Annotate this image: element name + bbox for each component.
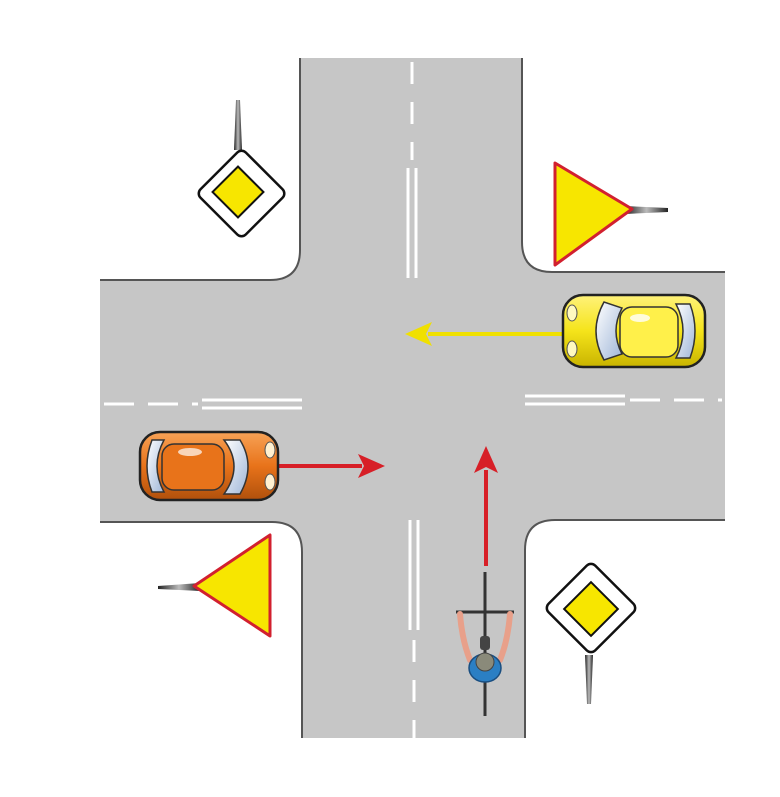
sign-pole: [158, 583, 200, 591]
sign-pole: [625, 206, 668, 214]
road-surface: [100, 58, 725, 738]
cyclist-right-arm: [497, 611, 513, 663]
cyclist: [456, 572, 514, 716]
car-windshield: [222, 439, 249, 495]
road-edge-se: [524, 519, 725, 738]
yield-sign-bottom-left: [158, 533, 272, 638]
car-windshield: [595, 301, 624, 361]
car-rear-window: [674, 303, 696, 359]
road-edge-nw: [100, 58, 301, 281]
yield-triangle: [192, 533, 272, 638]
road: [100, 58, 725, 738]
car-roof: [161, 443, 225, 491]
cyclist-left-arm: [457, 611, 473, 663]
car-roof: [619, 306, 679, 358]
cyclist-arrow: [474, 446, 498, 566]
road-edge-ne: [521, 58, 725, 273]
orange-car-arrow: [278, 454, 385, 478]
yield-sign-top-right: [553, 161, 668, 267]
cyclist-head: [475, 652, 495, 672]
yellow-car-arrow: [405, 322, 565, 346]
sign-pole: [585, 655, 593, 704]
yield-triangle: [553, 161, 634, 267]
sign-yellow-diamond: [562, 580, 620, 638]
yellow-car: [561, 293, 707, 369]
road-edge-sw: [100, 521, 303, 738]
priority-road-sign-top-left: [197, 100, 286, 238]
car-rear-window: [146, 439, 166, 493]
orange-car: [138, 430, 280, 502]
sign-pole: [234, 100, 242, 150]
sign-yellow-diamond: [211, 165, 265, 219]
priority-road-sign-bottom-right: [545, 562, 637, 704]
